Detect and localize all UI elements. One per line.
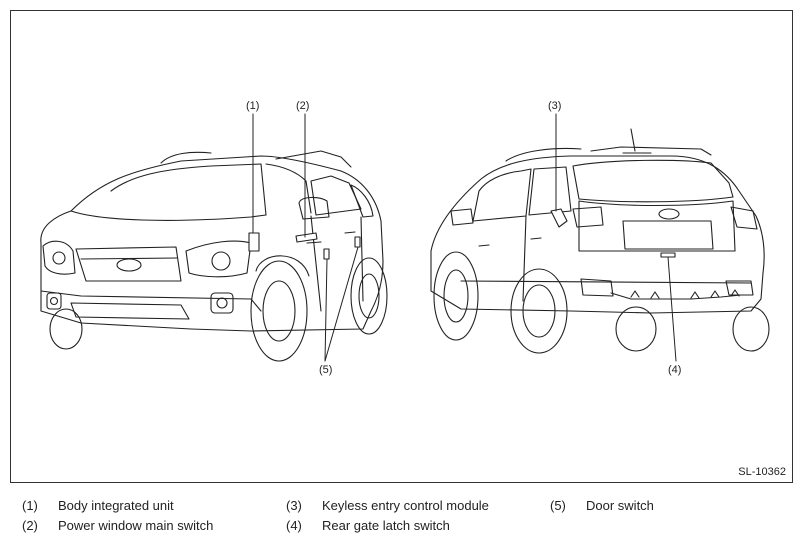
figure-id: SL-10362 [738, 466, 786, 478]
figure-frame: (1) (2) (5) (3) (4) SL-10362 [10, 10, 793, 483]
callout-label-3: (3) [548, 100, 561, 112]
legend-number: (4) [286, 518, 302, 533]
front-car-illustration [40, 150, 388, 362]
rear-car-illustration [430, 128, 770, 354]
vehicle-diagram: (1) (2) (5) (3) (4) [40, 100, 770, 376]
legend: (1) Body integrated unit (2) Power windo… [0, 488, 803, 542]
callout-label-4: (4) [668, 364, 681, 376]
callout-label-5: (5) [319, 364, 332, 376]
callout-leaders [252, 113, 677, 362]
callout-label-1: (1) [246, 100, 259, 112]
callout-label-2: (2) [296, 100, 309, 112]
legend-label: Keyless entry control module [322, 498, 489, 513]
legend-number: (1) [22, 498, 38, 513]
legend-label: Door switch [586, 498, 654, 513]
legend-number: (3) [286, 498, 302, 513]
legend-label: Rear gate latch switch [322, 518, 450, 533]
legend-label: Body integrated unit [58, 498, 174, 513]
legend-number: (2) [22, 518, 38, 533]
legend-label: Power window main switch [58, 518, 214, 533]
legend-number: (5) [550, 498, 566, 513]
